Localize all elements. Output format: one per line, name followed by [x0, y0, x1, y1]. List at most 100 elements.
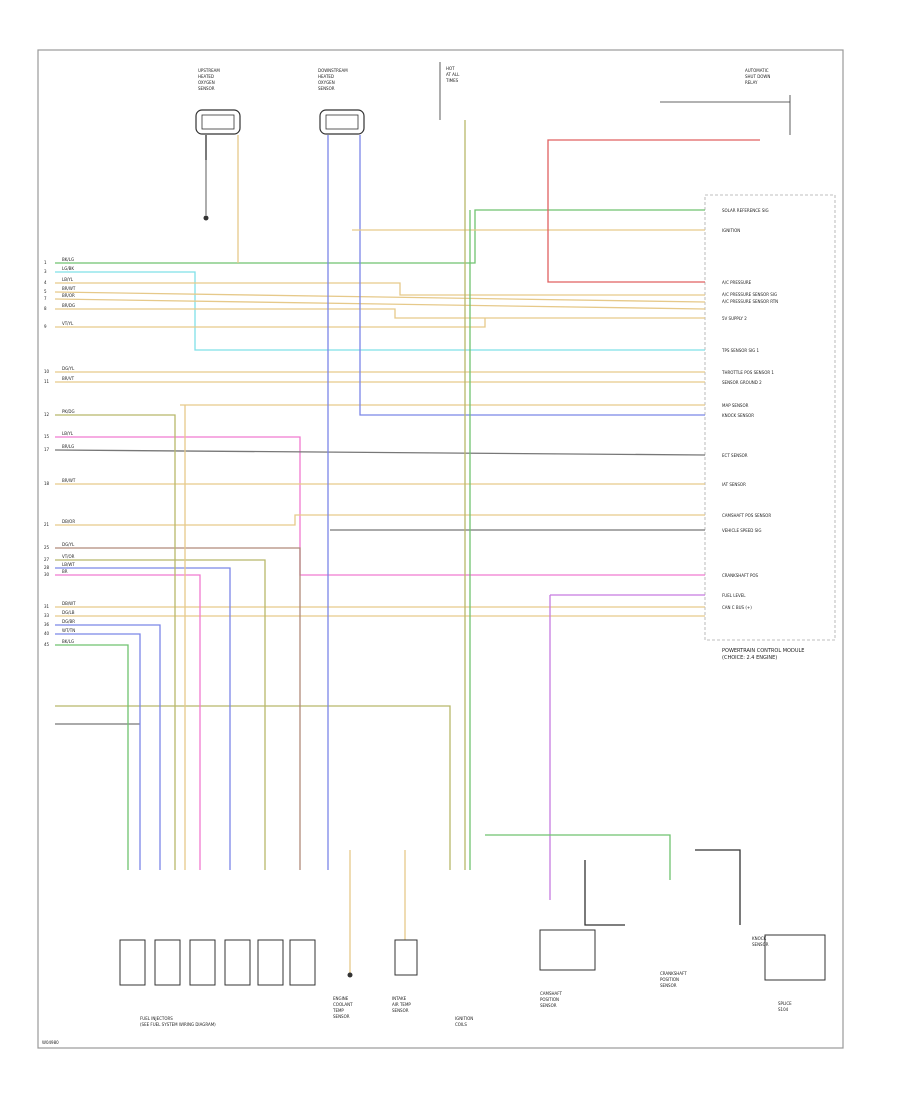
left-wire-label: LG/BK [62, 266, 74, 271]
pcm-pin-label: CRANKSHAFT POS [722, 573, 759, 578]
cam-sensor-connector [539, 929, 596, 971]
pcm-pin-label: SENSOR GROUND 2 [722, 380, 762, 385]
wire-row-18 [55, 705, 451, 870]
svg-text:COOLANT: COOLANT [333, 1002, 353, 1007]
left-pin-labels: 1BK/LG3LG/BK4LB/YL5BR/WT7BR/OR8BR/DG9VT/… [44, 257, 76, 647]
left-wire-label: BR/DG [62, 303, 75, 308]
svg-text:SENSOR: SENSOR [392, 1008, 409, 1013]
left-pin-number: 5 [44, 289, 47, 294]
svg-text:RELAY: RELAY [745, 80, 758, 85]
svg-text:SENSOR: SENSOR [198, 86, 215, 91]
pcm-pin-label: SOLAR REFERENCE SIG [722, 208, 769, 213]
left-wire-label: DB/OR [62, 519, 75, 524]
diagram-id: W04980 [42, 1040, 59, 1045]
left-wire-label: LB/YL [62, 431, 74, 436]
left-pin-number: 11 [44, 379, 50, 384]
wire-injector-7 [55, 644, 129, 870]
svg-text:IGNITION: IGNITION [455, 1016, 473, 1021]
left-pin-number: 25 [44, 545, 50, 550]
pcm-pin-label: A/C PRESSURE [722, 280, 752, 285]
wire-o2-down-b [359, 135, 705, 416]
wire-row-11 [55, 436, 705, 576]
downstream-o2-sensor: DOWNSTREAM HEATED OXYGEN SENSOR [318, 68, 365, 135]
svg-text:INTAKE: INTAKE [392, 996, 407, 1001]
injector-connector-1 [119, 939, 146, 986]
left-pin-number: 15 [44, 434, 50, 439]
svg-text:SENSOR: SENSOR [318, 86, 335, 91]
wire-row-2 [55, 271, 705, 351]
wire-injector-4 [55, 574, 201, 870]
wire-crank-ground [695, 849, 741, 925]
svg-text:HOT: HOT [446, 66, 455, 71]
wire-row-20 [55, 414, 176, 870]
left-pin-number: 8 [44, 306, 47, 311]
svg-text:POSITION: POSITION [660, 977, 679, 982]
knock-sensor-connector [764, 934, 826, 981]
pcm-box [704, 194, 836, 641]
wire-row-1 [55, 209, 705, 264]
svg-text:CRANKSHAFT: CRANKSHAFT [660, 971, 687, 976]
svg-text:TIMES: TIMES [445, 78, 459, 83]
left-wire-label: BR/OR [62, 293, 75, 298]
upstream-o2-sensor: UPSTREAM HEATED OXYGEN SENSOR [195, 68, 241, 135]
svg-text:AUTOMATIC: AUTOMATIC [745, 68, 769, 73]
injector-connector-3 [189, 939, 216, 986]
left-pin-number: 31 [44, 604, 50, 609]
left-pin-number: 28 [44, 565, 50, 570]
wire-row-14 [55, 514, 705, 526]
left-wire-label: BK/LG [62, 257, 74, 262]
left-wire-label: DG/BR [62, 619, 75, 624]
pcm-pin-label: FUEL LEVEL [722, 593, 746, 598]
left-pin-number: 36 [44, 622, 50, 627]
left-pin-number: 27 [44, 557, 50, 562]
left-pin-number: 33 [44, 613, 50, 618]
pcm-label: POWERTRAIN CONTROL MODULE (CHOICE: 2.4 E… [722, 648, 804, 661]
left-wire-label: DG/YL [62, 542, 75, 547]
left-pin-number: 30 [44, 572, 50, 577]
svg-text:POSITION: POSITION [540, 997, 559, 1002]
left-wire-label: BR [62, 569, 68, 574]
left-pin-number: 7 [44, 296, 47, 301]
injector-connector-2 [154, 939, 181, 986]
svg-text:SPLICE: SPLICE [778, 1001, 792, 1006]
wire-row-6 [55, 308, 705, 319]
left-wire-label: BR/WT [62, 286, 76, 291]
svg-text:HEATED: HEATED [318, 74, 334, 79]
svg-text:DOWNSTREAM: DOWNSTREAM [318, 68, 348, 73]
left-wire-label: VT/YL [62, 321, 74, 326]
pcm-pin-label: CAN C BUS (+) [722, 605, 752, 610]
pcm-pin-label: IGNITION [722, 228, 740, 233]
ground-symbol [203, 160, 209, 221]
wires [54, 120, 760, 975]
left-pin-number: 40 [44, 631, 50, 636]
iat-sensor-connector [394, 939, 418, 976]
hot-at-all-times-label: HOT AT ALL TIMES [439, 62, 460, 120]
svg-text:CAMSHAFT: CAMSHAFT [540, 991, 562, 996]
injector-connector-4 [224, 939, 251, 986]
svg-text:ENGINE: ENGINE [333, 996, 349, 1001]
left-pin-number: 45 [44, 642, 50, 647]
svg-text:AT ALL: AT ALL [446, 72, 460, 77]
wire-row-4 [54, 291, 706, 303]
pcm-pin-label: ECT SENSOR [722, 453, 748, 458]
left-wire-label: DG/YL [62, 366, 75, 371]
pcm-pin-label: A/C PRESSURE SENSOR SIG [722, 292, 777, 297]
pcm-pin-label: IAT SENSOR [722, 482, 746, 487]
pcm-pin-label: CAMSHAFT POS SENSOR [722, 513, 771, 518]
left-wire-label: BK/LG [62, 639, 74, 644]
wire-green-bottom [485, 834, 671, 880]
pcm-pin-label: KNOCK SENSOR [722, 413, 754, 418]
pcm-pin-label: TPS SENSOR SIG 1 [721, 348, 760, 353]
svg-text:OXYGEN: OXYGEN [198, 80, 215, 85]
wire-cam-ground [584, 860, 625, 926]
svg-text:TEMP: TEMP [332, 1008, 344, 1013]
left-wire-label: LB/WT [62, 562, 75, 567]
left-pin-number: 4 [44, 280, 47, 285]
left-pin-number: 1 [44, 260, 47, 265]
left-wire-label: BR/LG [62, 444, 74, 449]
wire-injector-5 [55, 624, 161, 870]
bottom-captions: FUEL INJECTORS (SEE FUEL SYSTEM WIRING D… [140, 936, 792, 1027]
svg-text:SENSOR: SENSOR [752, 942, 769, 947]
caption-fuel-injectors-2: (SEE FUEL SYSTEM WIRING DIAGRAM) [140, 1022, 216, 1027]
pcm-pin-label: THROTTLE POS SENSOR 1 [721, 370, 774, 375]
